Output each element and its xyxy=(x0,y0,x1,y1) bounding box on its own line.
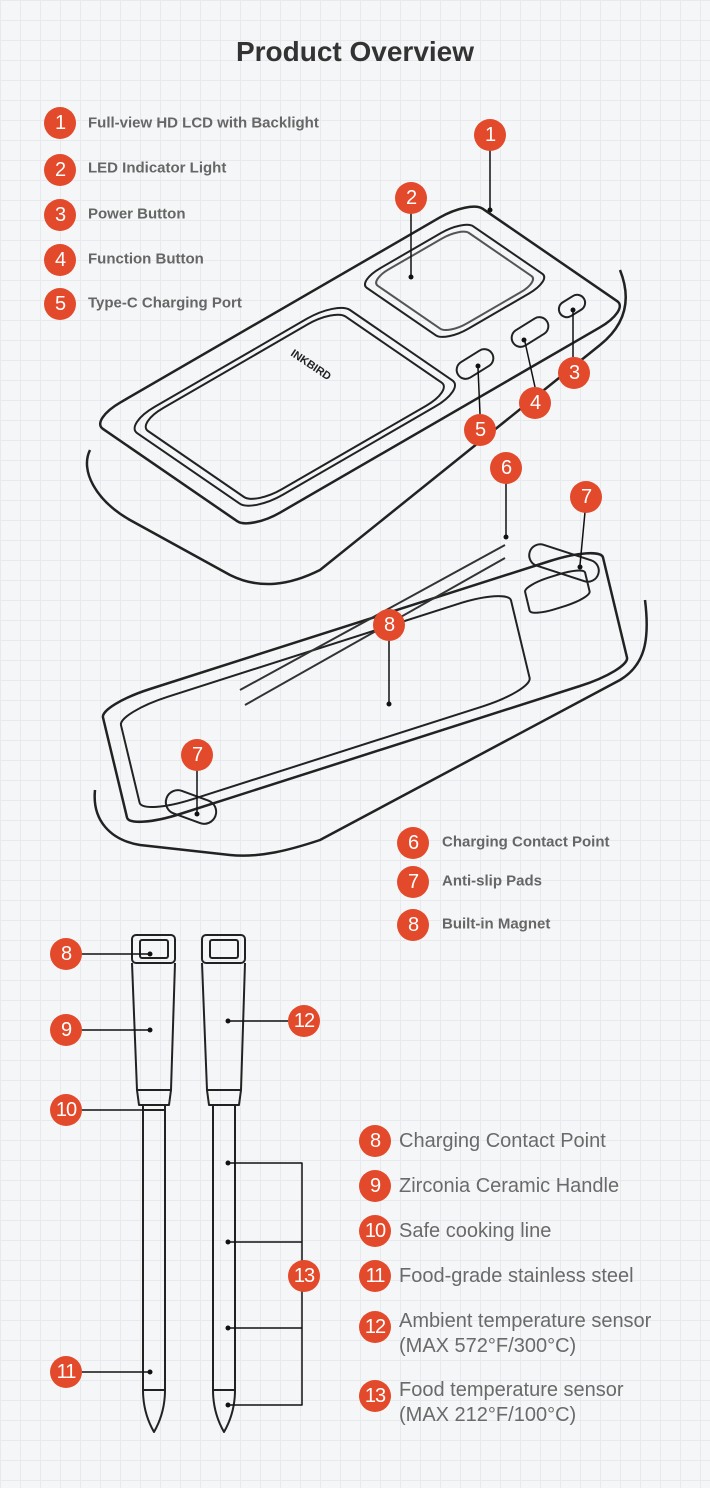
legend-label: Zirconia Ceramic Handle xyxy=(399,1175,620,1197)
legend-label: Type-C Charging Port xyxy=(88,294,242,312)
legend-label: Food temperature sensor xyxy=(399,1379,624,1401)
callout-badge: 13 xyxy=(288,1260,320,1292)
legend-label: Full-view HD LCD with Backlight xyxy=(88,114,319,132)
legend-badge: 11 xyxy=(359,1260,391,1292)
legend-badge: 1 xyxy=(44,107,76,139)
callout-badge: 1 xyxy=(474,119,506,151)
callout-badge: 8 xyxy=(373,609,405,641)
probe-left-drawing xyxy=(131,934,176,1433)
legend-sublabel: (MAX 212°F/100°C) xyxy=(399,1404,577,1426)
callout-badge: 2 xyxy=(395,182,427,214)
legend-badge: 6 xyxy=(397,827,429,859)
probe-right-drawing xyxy=(201,934,246,1433)
legend-badge: 3 xyxy=(44,199,76,231)
callout-badge: 7 xyxy=(181,739,213,771)
callout-badge: 3 xyxy=(558,357,590,389)
callout-badge: 10 xyxy=(50,1094,82,1126)
legend-badge: 4 xyxy=(44,244,76,276)
callout-badge: 11 xyxy=(50,1356,82,1388)
callout-badge: 9 xyxy=(50,1014,82,1046)
callout-badge: 6 xyxy=(490,452,522,484)
legend-badge: 8 xyxy=(359,1125,391,1157)
legend-badge: 8 xyxy=(397,909,429,941)
legend-label: Anti-slip Pads xyxy=(442,872,543,890)
legend-badge: 5 xyxy=(44,288,76,320)
legend-label: Charging Contact Point xyxy=(442,833,610,851)
legend-label: LED Indicator Light xyxy=(88,159,227,177)
charging-base-drawing xyxy=(93,543,648,857)
legend-badge: 13 xyxy=(359,1380,391,1412)
legend-badge: 10 xyxy=(359,1215,391,1247)
legend-label: Safe cooking line xyxy=(399,1220,552,1242)
callout-badge: 12 xyxy=(288,1005,320,1037)
legend-label: Power Button xyxy=(88,205,186,223)
callout-badge: 4 xyxy=(519,387,551,419)
legend-label: Function Button xyxy=(88,250,204,268)
legend-badge: 2 xyxy=(44,154,76,186)
callout-badge: 8 xyxy=(50,938,82,970)
legend-badge: 7 xyxy=(397,866,429,898)
callout-badge: 5 xyxy=(464,414,496,446)
legend-badge: 9 xyxy=(359,1170,391,1202)
legend-label: Charging Contact Point xyxy=(399,1130,606,1152)
callout-badge: 7 xyxy=(570,481,602,513)
legend-label: Ambient temperature sensor xyxy=(399,1310,652,1332)
legend-badge: 12 xyxy=(359,1311,391,1343)
leader-lines xyxy=(82,150,586,1406)
page-title: Product Overview xyxy=(235,36,475,67)
legend-label: Built-in Magnet xyxy=(442,915,551,933)
legend-label: Food-grade stainless steel xyxy=(399,1265,634,1287)
brand-logo: INKBIRD xyxy=(288,348,333,384)
legend-sublabel: (MAX 572°F/300°C) xyxy=(399,1335,577,1357)
